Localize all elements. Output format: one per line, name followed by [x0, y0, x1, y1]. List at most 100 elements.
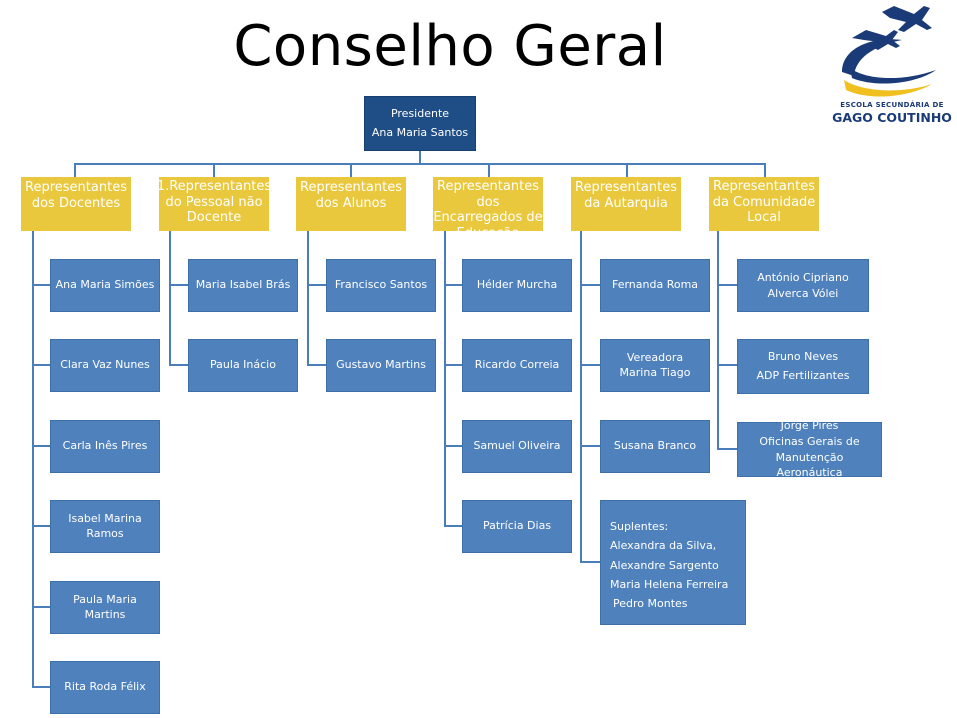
member-box: Fernanda Roma: [600, 259, 710, 312]
connector-line: [717, 284, 737, 286]
connector-line: [717, 448, 737, 450]
school-name-line1: ESCOLA SECUNDÁRIA DE: [840, 101, 944, 109]
member-box: Patrícia Dias: [462, 500, 572, 553]
category-docentes: Representantes dos Docentes: [21, 177, 131, 231]
connector-line: [307, 230, 309, 366]
member-name: Jorge Pires: [780, 418, 839, 432]
member-name: Rita Roda Félix: [64, 680, 146, 694]
connector-line: [580, 364, 600, 366]
member-box: Paula Inácio: [188, 339, 298, 392]
member-name: Paula Maria Martins: [73, 593, 137, 621]
connector-line: [74, 163, 766, 165]
president-name: Ana Maria Santos: [371, 125, 469, 139]
connector-line: [350, 163, 352, 177]
connector-line: [32, 606, 50, 608]
member-org: Alverca Vólei: [767, 286, 839, 300]
member-name: Hélder Murcha: [476, 278, 558, 292]
school-logo-icon: [842, 6, 936, 97]
connector-line: [444, 284, 462, 286]
member-name: Maria Isabel Brás: [195, 278, 291, 292]
member-box: Clara Vaz Nunes: [50, 339, 160, 392]
category-label: Representantes dos Alunos: [300, 180, 402, 212]
category-pessoal-nao-docente: 1.Representantes do Pessoal não Docente: [156, 177, 272, 231]
president-role: Presidente: [390, 106, 450, 120]
connector-line: [74, 163, 76, 177]
connector-line: [169, 284, 188, 286]
connector-line: [32, 284, 50, 286]
member-box: Gustavo Martins: [326, 339, 436, 392]
category-label: Representantes dos Encarregados de Educa…: [433, 179, 543, 241]
connector-line: [419, 150, 421, 164]
member-name: Patrícia Dias: [482, 519, 552, 533]
connector-line: [307, 284, 326, 286]
connector-line: [32, 364, 50, 366]
substitute-name: Pedro Montes: [613, 597, 688, 610]
connector-line: [32, 525, 50, 527]
category-label: 1.Representantes do Pessoal não Docente: [156, 179, 272, 226]
connector-line: [580, 230, 582, 563]
member-name: Susana Branco: [613, 439, 697, 453]
connector-line: [626, 163, 628, 177]
connector-line: [307, 364, 326, 366]
substitute-name: Alexandra da Silva,: [610, 539, 717, 553]
member-box: Hélder Murcha: [462, 259, 572, 312]
member-box: Ricardo Correia: [462, 339, 572, 392]
category-encarregados: Representantes dos Encarregados de Educa…: [433, 177, 543, 241]
member-name: Paula Inácio: [210, 358, 276, 372]
page-title: Conselho Geral: [233, 14, 667, 79]
member-box: Francisco Santos: [326, 259, 436, 312]
member-name: Ricardo Correia: [474, 358, 560, 372]
connector-line: [213, 163, 215, 177]
school-name: ESCOLA SECUNDÁRIA DE GAGO COUTINHO: [832, 101, 952, 125]
connector-line: [444, 445, 462, 447]
category-alunos: Representantes dos Alunos: [296, 177, 406, 231]
category-comunidade-local: Representantes da Comunidade Local: [709, 177, 819, 231]
connector-line: [444, 525, 462, 527]
member-box: Paula Maria Martins: [50, 581, 160, 634]
member-box: Carla Inês Pires: [50, 420, 160, 473]
member-name: Francisco Santos: [334, 278, 428, 292]
category-label: Representantes da Autarquia: [575, 180, 677, 212]
connector-line: [717, 364, 737, 366]
connector-line: [580, 284, 600, 286]
member-box: Rita Roda Félix: [50, 661, 160, 714]
member-name: Fernanda Roma: [611, 278, 699, 292]
member-box: Jorge Pires Oficinas Gerais de Manutençã…: [737, 419, 882, 479]
connector-line: [580, 561, 600, 563]
connector-line: [488, 163, 490, 177]
connector-line: [32, 686, 50, 688]
president-box: Presidente Ana Maria Santos: [364, 96, 476, 151]
member-box: António Cipriano Alverca Vólei: [737, 259, 869, 312]
connector-line: [169, 230, 171, 366]
category-autarquia: Representantes da Autarquia: [571, 177, 681, 231]
substitutes-box: Suplentes: Alexandra da Silva, Alexandre…: [600, 500, 746, 625]
member-org: Oficinas Gerais de Manutenção Aeronáutic…: [759, 434, 860, 480]
member-name: Clara Vaz Nunes: [60, 358, 150, 372]
member-name: António Cipriano: [757, 270, 849, 284]
substitute-name: Alexandre Sargento: [610, 558, 719, 572]
member-box: Susana Branco: [600, 420, 710, 473]
member-org: ADP Fertilizantes: [756, 368, 850, 382]
member-name: Samuel Oliveira: [473, 439, 561, 453]
member-box: Maria Isabel Brás: [188, 259, 298, 312]
member-box: Vereadora Marina Tiago: [600, 339, 710, 392]
connector-line: [32, 230, 34, 686]
connector-line: [169, 364, 188, 366]
member-box: Ana Maria Simões: [50, 259, 160, 312]
member-name: Gustavo Martins: [336, 358, 426, 372]
connector-line: [717, 230, 719, 450]
category-label: Representantes dos Docentes: [25, 180, 127, 212]
member-name: Vereadora Marina Tiago: [619, 351, 691, 379]
member-name: Bruno Neves: [767, 349, 839, 363]
substitute-name: Maria Helena Ferreira: [610, 577, 729, 591]
substitutes-heading: Suplentes:: [610, 520, 669, 533]
member-box: Isabel Marina Ramos: [50, 500, 160, 553]
member-name: Isabel Marina Ramos: [68, 512, 142, 540]
category-label: Representantes da Comunidade Local: [712, 179, 816, 226]
member-box: Samuel Oliveira: [462, 420, 572, 473]
member-box: Bruno Neves ADP Fertilizantes: [737, 339, 869, 394]
member-name: Carla Inês Pires: [62, 439, 148, 453]
connector-line: [444, 230, 446, 527]
connector-line: [32, 445, 50, 447]
connector-line: [764, 163, 766, 177]
